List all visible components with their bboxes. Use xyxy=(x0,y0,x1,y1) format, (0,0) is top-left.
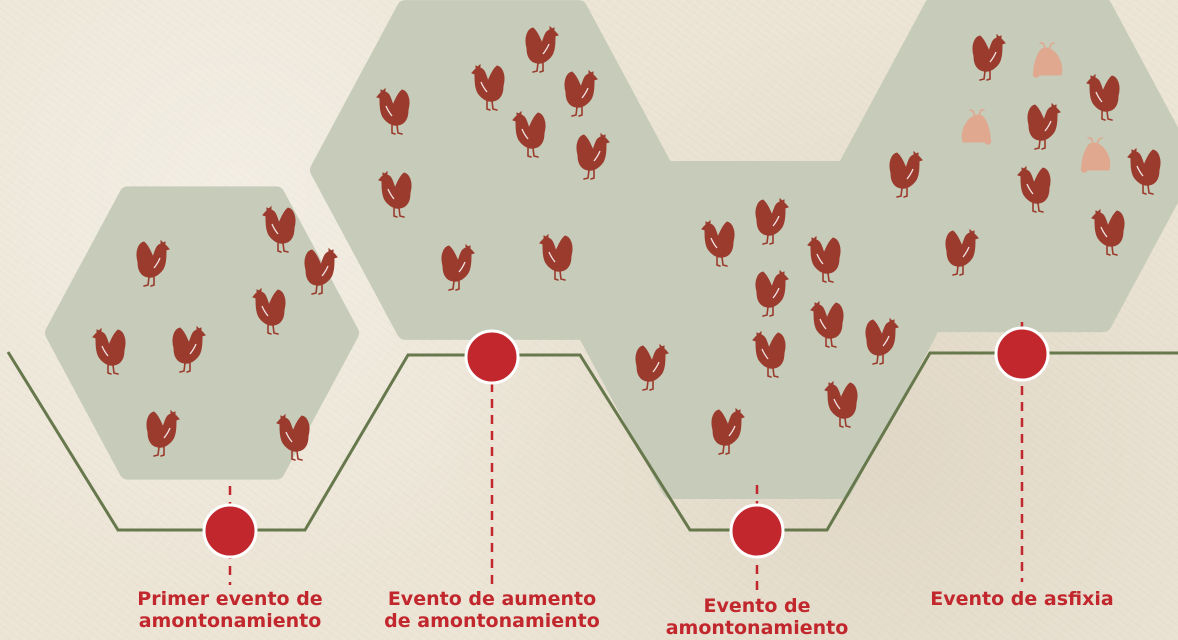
timeline-line xyxy=(6,351,1178,532)
event-label-4: Evento de asfixia xyxy=(930,588,1114,610)
event-marker-2 xyxy=(464,329,520,385)
event-marker-4 xyxy=(994,326,1050,382)
event-label-2: Evento de aumento de amontonamiento xyxy=(384,588,600,632)
event-marker-3 xyxy=(729,503,785,559)
event-label-1: Primer evento de amontonamiento xyxy=(137,588,323,632)
event-label-3: Evento de amontonamiento xyxy=(665,595,849,639)
event-marker-1 xyxy=(202,503,258,559)
